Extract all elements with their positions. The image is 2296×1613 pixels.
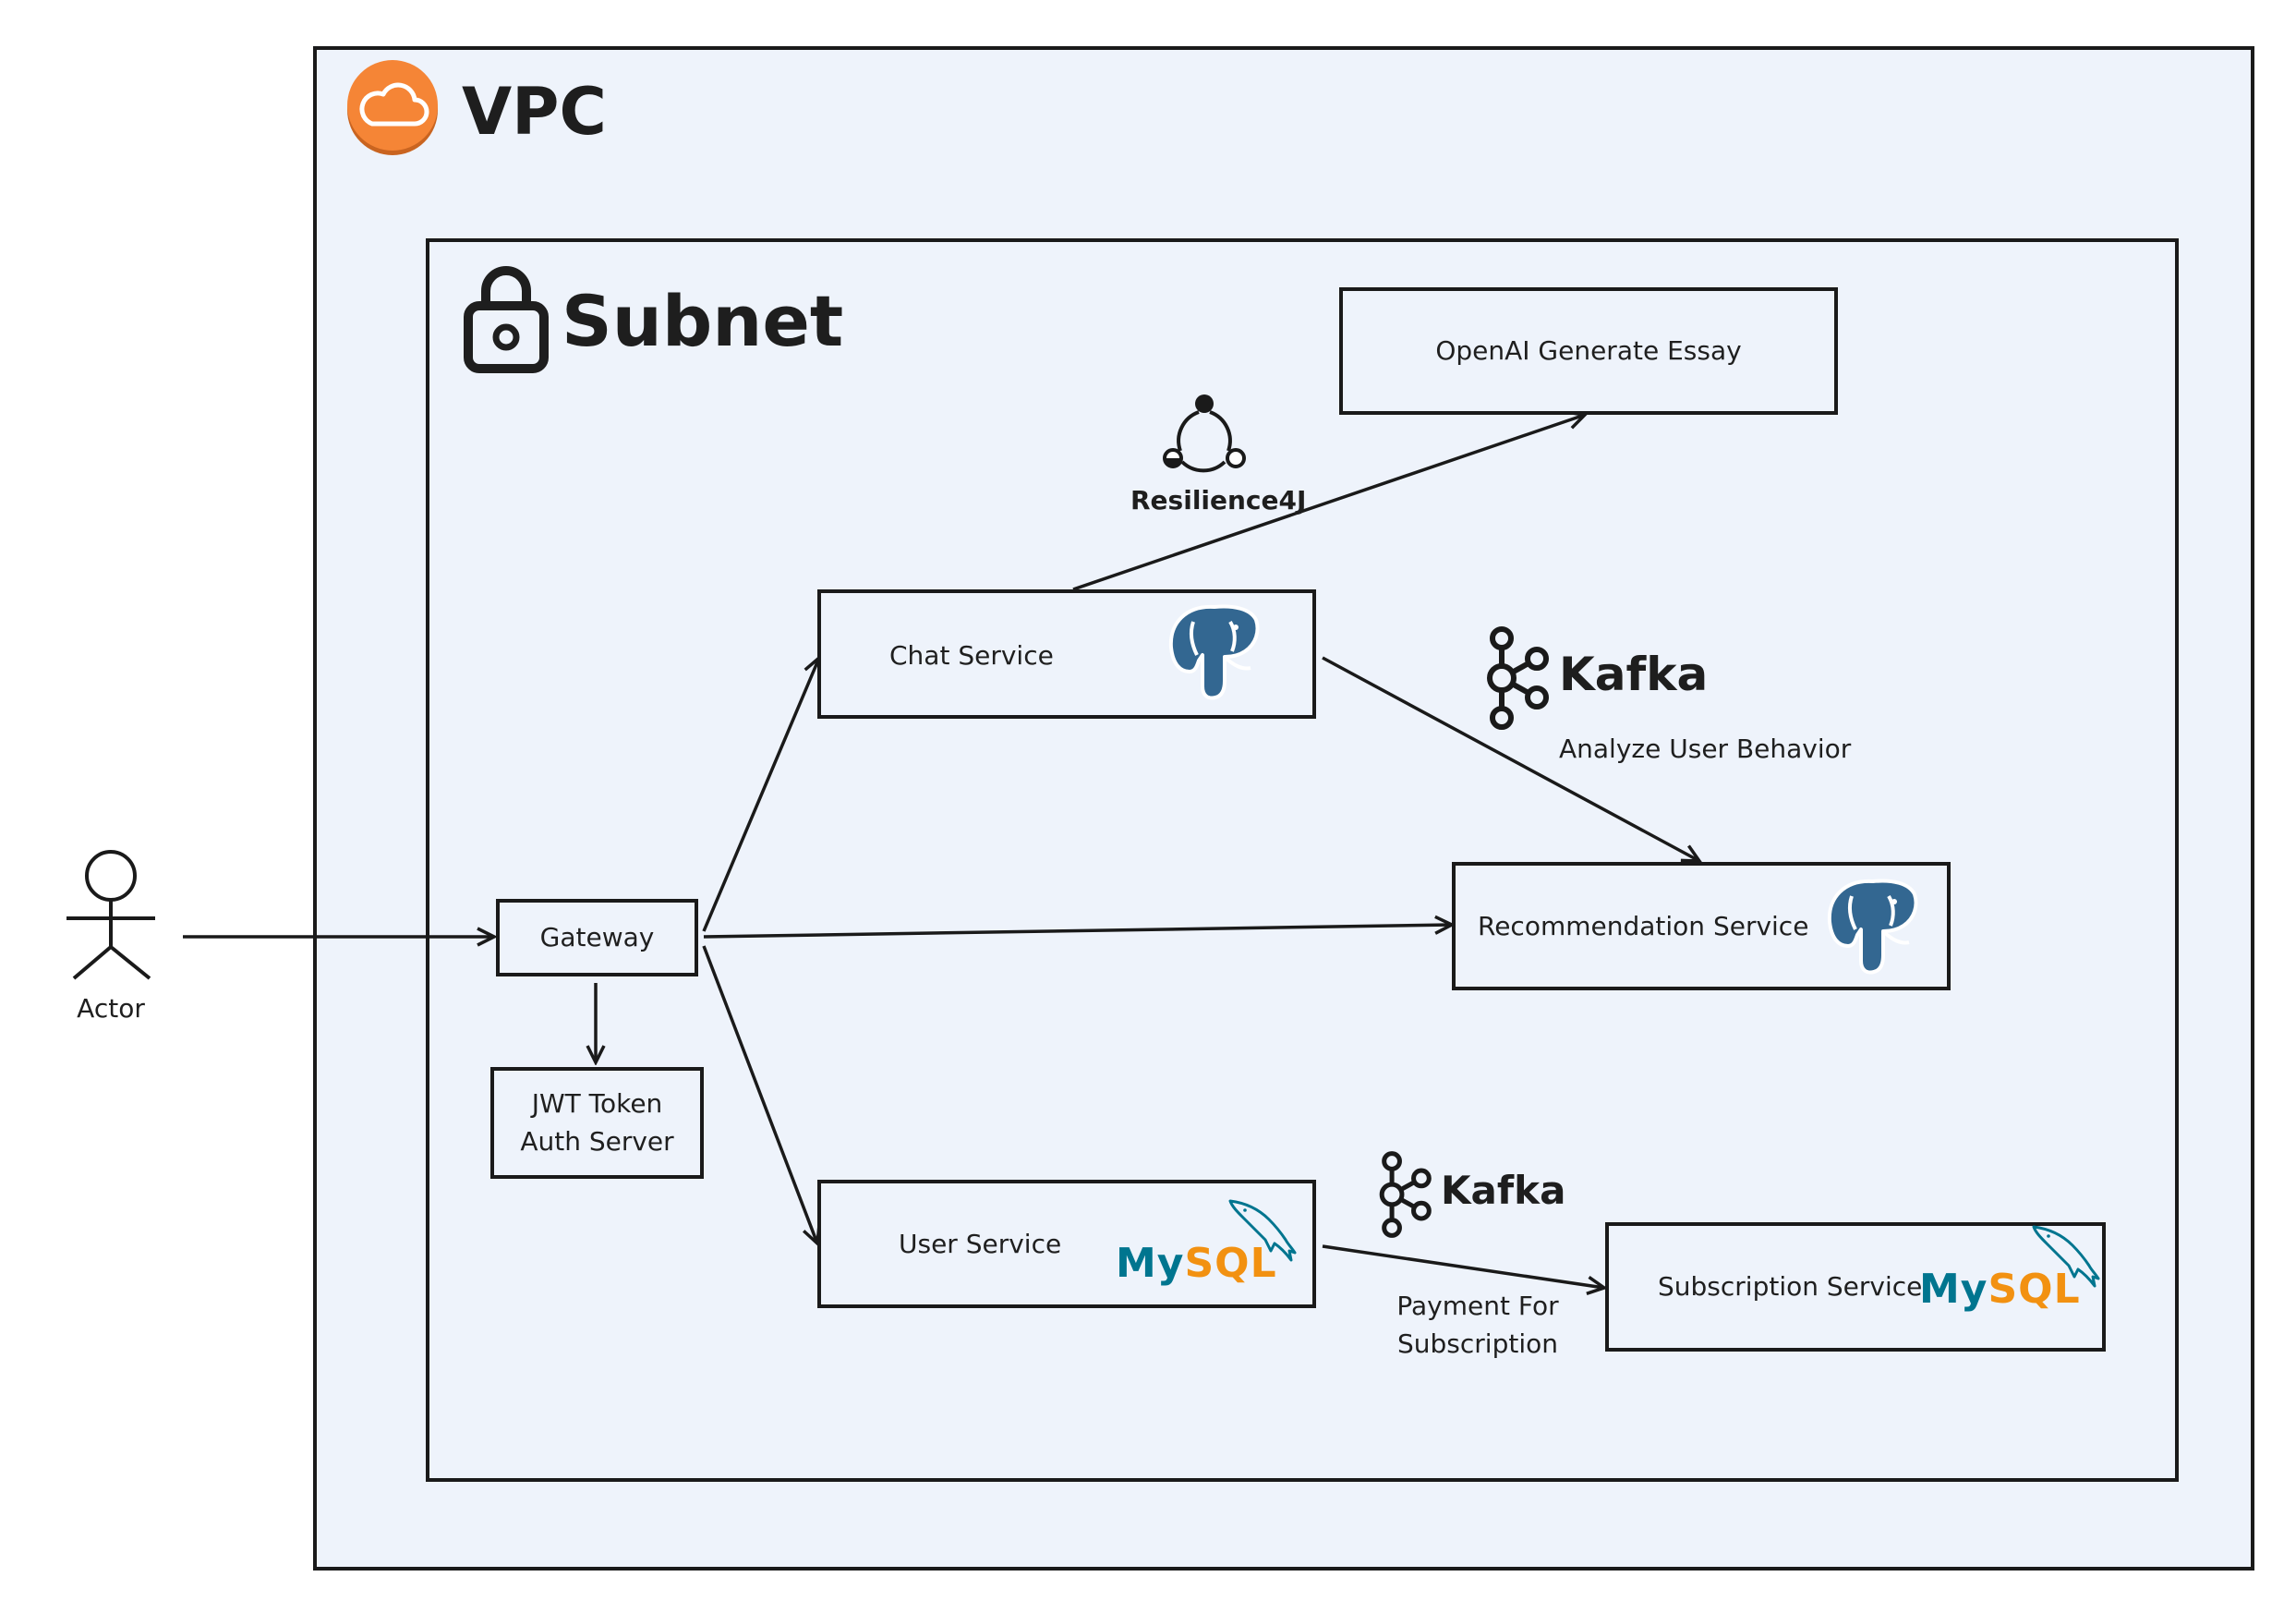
resilience4j-icon: [1163, 394, 1246, 473]
payment-label-line1: Payment For: [1396, 1291, 1559, 1321]
cloud-icon: [347, 60, 438, 155]
kafka-label-bottom: Kafka: [1441, 1168, 1566, 1213]
postgresql-icon: [1827, 879, 1918, 975]
arrow-gateway-to-chat: [702, 658, 819, 932]
mysql-wordmark: MySQL: [1116, 1240, 1277, 1288]
arrow-user-to-subscription: [1322, 1244, 1604, 1288]
kafka-label-top: Kafka: [1559, 648, 1709, 701]
actor-label: Actor: [77, 993, 145, 1024]
mysql-logo: MySQL: [1919, 1223, 2104, 1316]
subnet-container: [426, 238, 2179, 1482]
mysql-logo: MySQL: [1116, 1197, 1300, 1290]
postgresql-icon: [1168, 604, 1260, 700]
kafka-icon: [1379, 1151, 1432, 1238]
kafka-icon: [1487, 626, 1549, 730]
actor-icon: [66, 850, 155, 980]
mysql-wordmark: MySQL: [1919, 1266, 2081, 1314]
mysql-dolphin-icon: [2032, 1225, 2100, 1288]
mysql-my: My: [1116, 1240, 1185, 1287]
openai-node[interactable]: OpenAI Generate Essay: [1339, 287, 1838, 415]
user-service-label: User Service: [899, 1229, 1062, 1259]
vpc-title: VPC: [462, 74, 607, 150]
analyze-user-behavior-label: Analyze User Behavior: [1559, 734, 1852, 764]
subscription-service-label: Subscription Service: [1658, 1271, 1923, 1302]
arrow-gateway-to-recommendation: [703, 925, 1452, 939]
payment-label-line2: Subscription: [1397, 1328, 1558, 1359]
arrow-gateway-to-user: [702, 945, 817, 1243]
subnet-title: Subnet: [562, 280, 844, 362]
chat-service-label: Chat Service: [889, 640, 1054, 671]
auth-label-line2: Auth Server: [520, 1125, 674, 1157]
subscription-service-node[interactable]: Subscription Service: [1605, 1222, 2106, 1352]
mysql-dolphin-icon: [1228, 1199, 1297, 1262]
payment-label: Payment For Subscription: [1367, 1287, 1589, 1363]
mysql-my: My: [1919, 1266, 1988, 1313]
resilience4j-label: Resilience4J: [1130, 485, 1307, 515]
gateway-node[interactable]: Gateway: [496, 899, 698, 976]
recommendation-service-label: Recommendation Service: [1478, 911, 1809, 941]
arrow-chat-to-openai: [1072, 415, 1585, 591]
padlock-icon: [464, 266, 549, 373]
mysql-sql: SQL: [1988, 1266, 2081, 1313]
arrow-chat-to-recommendation: [1322, 656, 1699, 861]
auth-label-line1: JWT Token: [531, 1087, 663, 1119]
mysql-sql: SQL: [1184, 1240, 1277, 1287]
gateway-label: Gateway: [539, 921, 655, 952]
openai-label: OpenAI Generate Essay: [1435, 334, 1742, 366]
auth-server-node[interactable]: JWT Token Auth Server: [490, 1067, 704, 1179]
